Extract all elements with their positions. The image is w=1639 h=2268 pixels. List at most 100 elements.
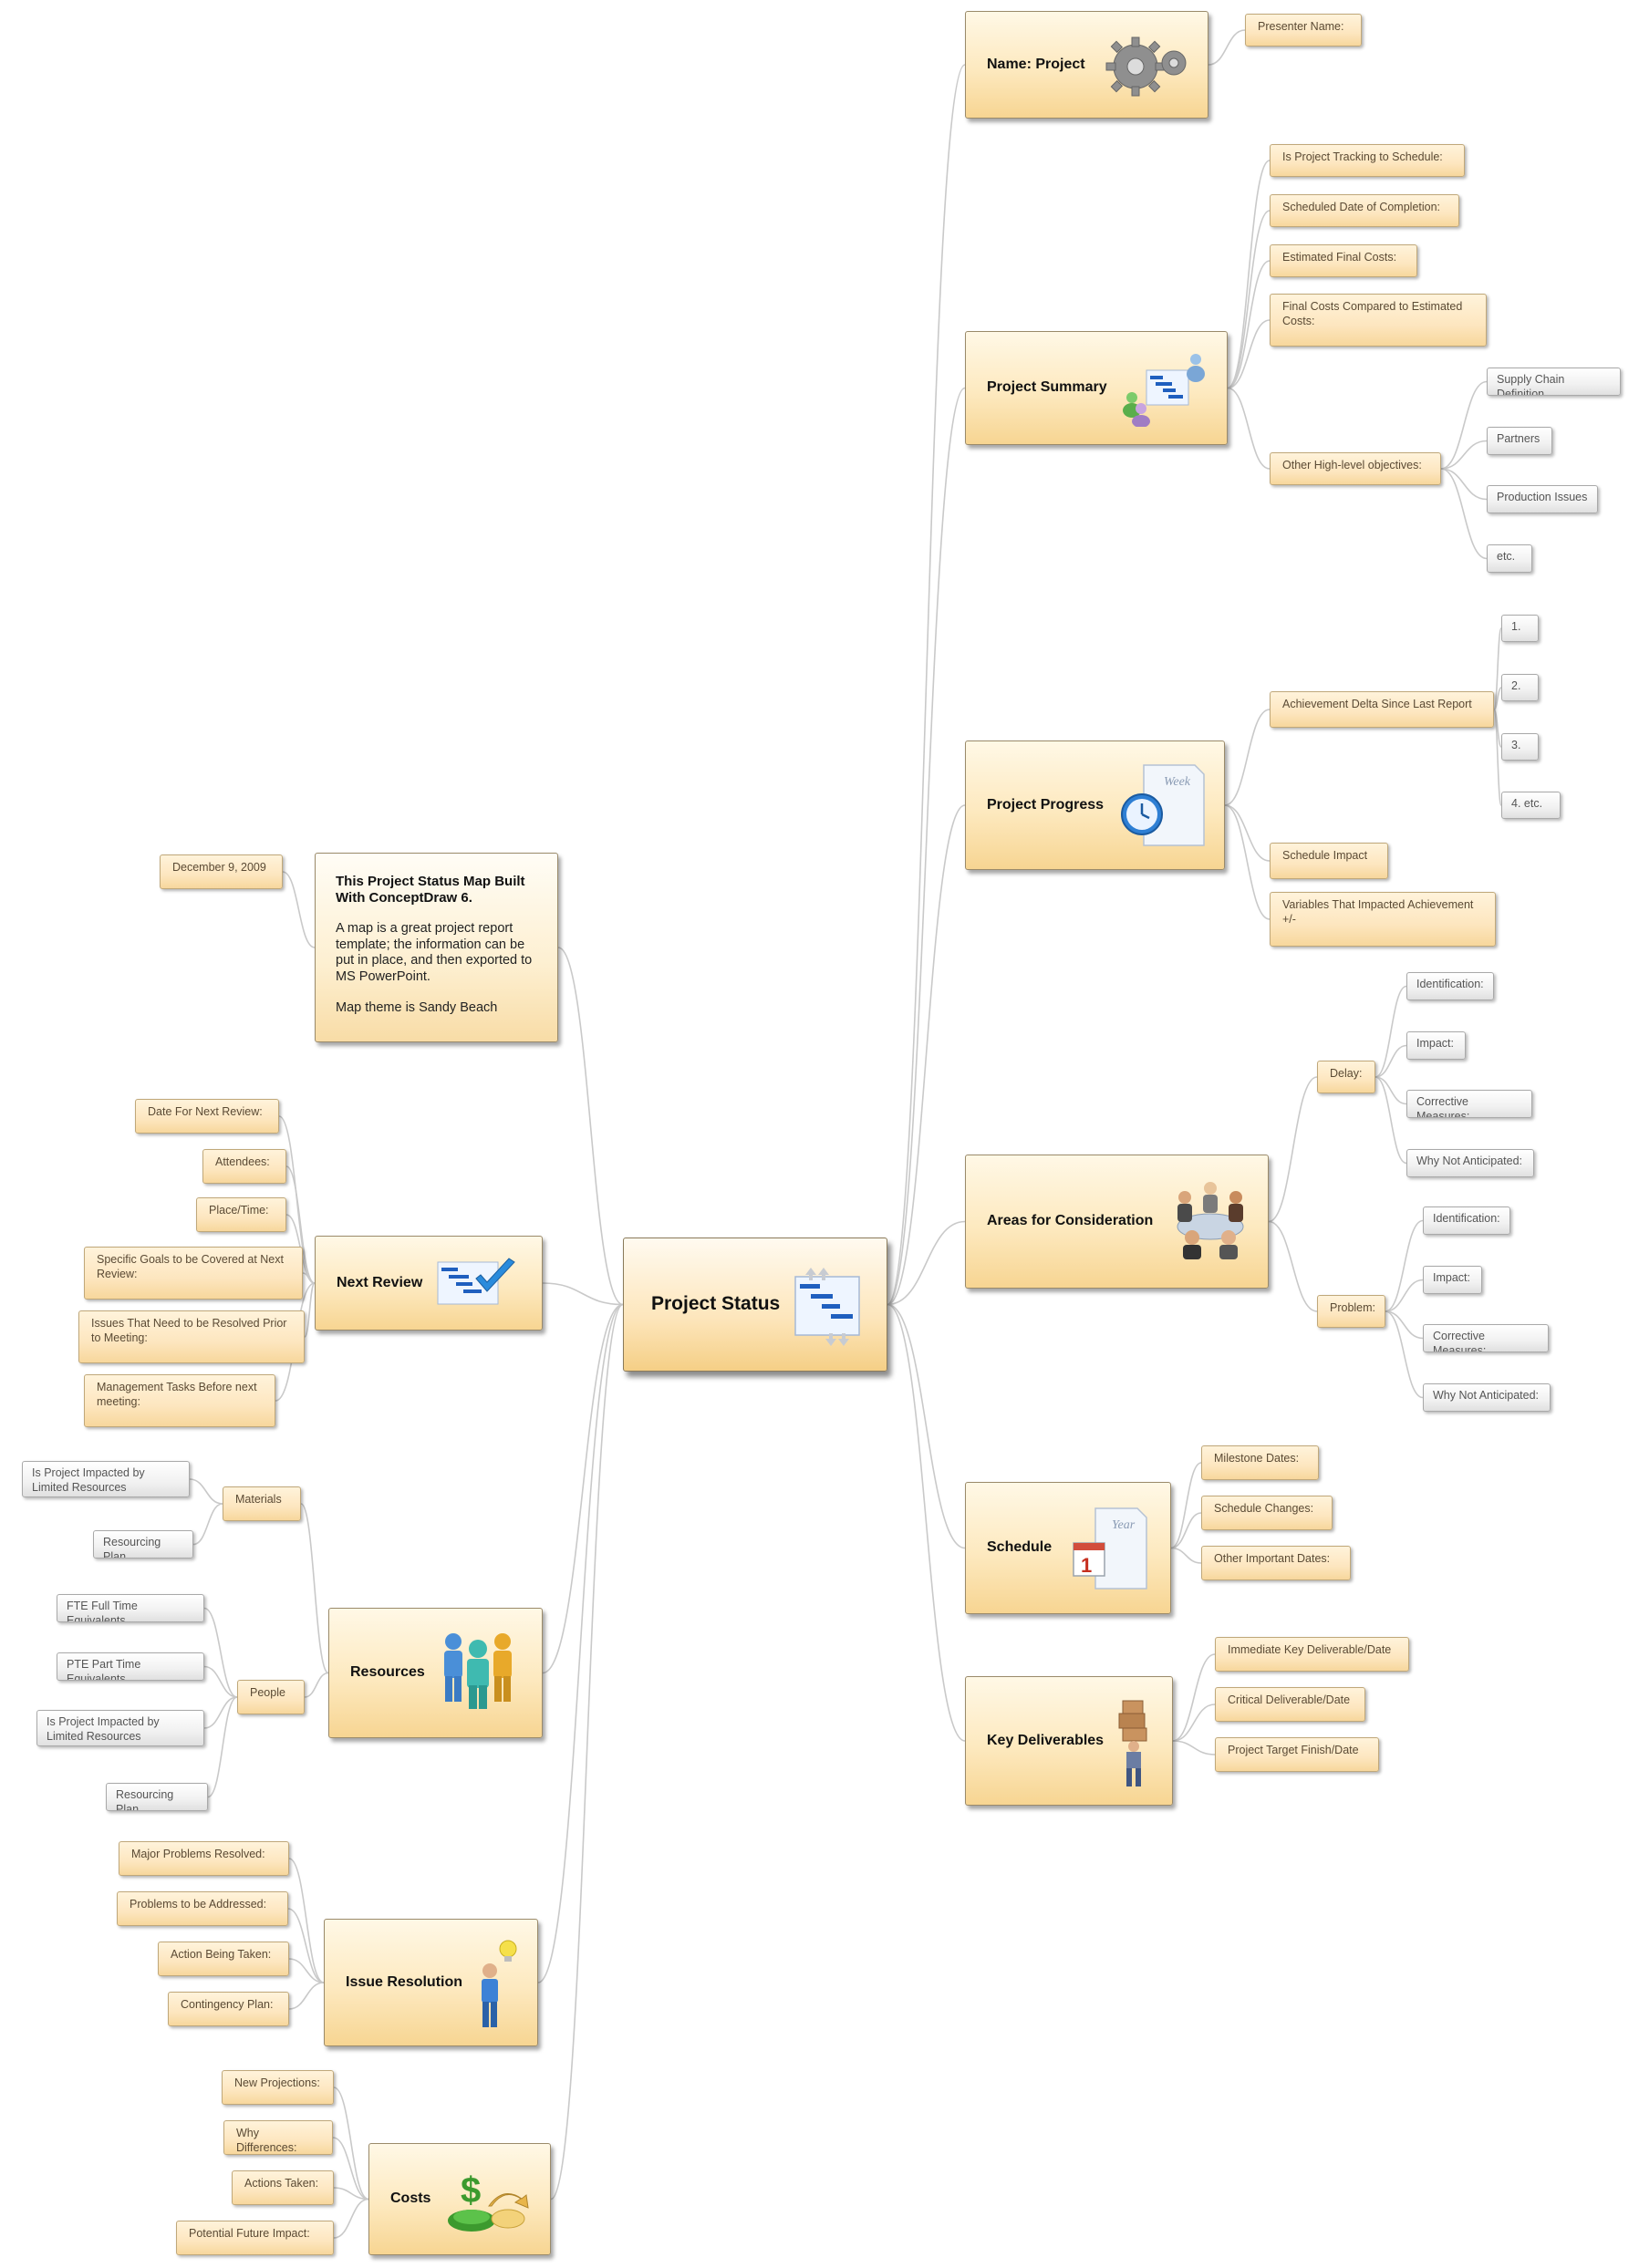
- topic-project-progress[interactable]: Project Progress Week: [965, 740, 1225, 870]
- schedule-item-changes[interactable]: Schedule Changes:: [1201, 1496, 1333, 1530]
- review-item-management-tasks[interactable]: Management Tasks Before next meeting:: [84, 1374, 275, 1427]
- topic-resources-label: Resources: [350, 1664, 425, 1681]
- progress-item-variables[interactable]: Variables That Impacted Achievement +/-: [1270, 892, 1496, 947]
- materials-limited-resources[interactable]: Is Project Impacted by Limited Resources: [22, 1461, 190, 1497]
- summary-item-final-costs[interactable]: Estimated Final Costs:: [1270, 244, 1417, 277]
- schedule-item-other-dates[interactable]: Other Important Dates:: [1201, 1546, 1351, 1580]
- objective-production-issues[interactable]: Production Issues: [1487, 485, 1598, 513]
- problem-corrective-measures[interactable]: Corrective Measures:: [1423, 1324, 1549, 1352]
- resources-materials[interactable]: Materials: [223, 1486, 301, 1521]
- connector-line: [1224, 709, 1271, 806]
- people-fte[interactable]: FTE Full Time Equivalents: [57, 1594, 204, 1622]
- topic-next-review[interactable]: Next Review: [315, 1236, 543, 1331]
- topic-key-deliverables-label: Key Deliverables: [987, 1732, 1105, 1748]
- connector-line: [203, 1607, 238, 1698]
- topic-key-deliverables[interactable]: Key Deliverables: [965, 1676, 1173, 1806]
- costs-item-future-impact[interactable]: Potential Future Impact:: [176, 2221, 334, 2255]
- topic-resources[interactable]: Resources: [328, 1608, 543, 1738]
- note-theme: Map theme is Sandy Beach: [336, 999, 498, 1015]
- summary-item-completion-date[interactable]: Scheduled Date of Completion:: [1270, 194, 1459, 227]
- summary-item-costs-compared[interactable]: Final Costs Compared to Estimated Costs:: [1270, 294, 1487, 347]
- connector-line: [887, 64, 966, 1306]
- objective-supply-chain[interactable]: Supply Chain Definition: [1487, 368, 1621, 396]
- topic-issue-resolution[interactable]: Issue Resolution: [324, 1919, 538, 2046]
- progress-item-achievement-delta[interactable]: Achievement Delta Since Last Report: [1270, 691, 1494, 728]
- progress-item-schedule-impact[interactable]: Schedule Impact: [1270, 843, 1388, 879]
- delay-corrective-measures[interactable]: Corrective Measures:: [1406, 1090, 1532, 1118]
- summary-item-tracking[interactable]: Is Project Tracking to Schedule:: [1270, 144, 1465, 177]
- areas-delay[interactable]: Delay:: [1317, 1061, 1375, 1093]
- connector-line: [189, 1478, 223, 1505]
- review-item-issues-prior[interactable]: Issues That Need to be Resolved Prior to…: [78, 1310, 305, 1363]
- problem-impact[interactable]: Impact:: [1423, 1266, 1482, 1294]
- delta-item-3[interactable]: 3.: [1501, 733, 1539, 761]
- deliverable-immediate[interactable]: Immediate Key Deliverable/Date: [1215, 1637, 1409, 1672]
- topic-issue-resolution-label: Issue Resolution: [346, 1973, 463, 1990]
- connector-line: [887, 1220, 966, 1306]
- delay-identification[interactable]: Identification:: [1406, 972, 1494, 1000]
- connector-line: [1374, 985, 1407, 1078]
- objective-etc[interactable]: etc.: [1487, 544, 1532, 573]
- people-group-icon: [444, 1633, 512, 1709]
- topic-costs-label: Costs: [390, 2190, 431, 2207]
- schedule-item-milestones[interactable]: Milestone Dates:: [1201, 1445, 1319, 1480]
- connector-line: [1493, 687, 1502, 710]
- central-topic[interactable]: Project Status: [623, 1238, 887, 1372]
- connector-line: [300, 1503, 329, 1674]
- connector-line: [1385, 1310, 1424, 1399]
- summary-item-objectives[interactable]: Other High-level objectives:: [1270, 452, 1441, 485]
- topic-name-project[interactable]: Name: Project: [965, 11, 1209, 119]
- issue-item-action-taken[interactable]: Action Being Taken:: [158, 1942, 289, 1976]
- costs-item-new-projections[interactable]: New Projections:: [222, 2070, 334, 2105]
- areas-problem[interactable]: Problem:: [1317, 1295, 1385, 1328]
- svg-text:$: $: [461, 2170, 481, 2211]
- resources-people[interactable]: People: [237, 1680, 305, 1714]
- connector-line: [192, 1503, 223, 1546]
- connector-line: [887, 804, 966, 1306]
- objective-partners[interactable]: Partners: [1487, 427, 1552, 455]
- connector-line: [333, 2187, 369, 2201]
- topic-costs[interactable]: Costs $: [368, 2143, 551, 2255]
- issue-item-to-address[interactable]: Problems to be Addressed:: [117, 1891, 288, 1926]
- connector-line: [1374, 1076, 1407, 1165]
- connector-line: [1227, 210, 1271, 389]
- delta-item-2[interactable]: 2.: [1501, 674, 1539, 701]
- delta-item-4-etc[interactable]: 4. etc.: [1501, 792, 1561, 819]
- connector-line: [203, 1696, 238, 1729]
- topic-schedule-label: Schedule: [987, 1539, 1053, 1556]
- problem-identification[interactable]: Identification:: [1423, 1206, 1510, 1235]
- people-resourcing-plan[interactable]: Resourcing Plan: [106, 1783, 208, 1811]
- person-boxes-icon: [1118, 1700, 1147, 1786]
- connector-line: [1493, 627, 1502, 710]
- presenter-name-item[interactable]: Presenter Name:: [1245, 14, 1362, 47]
- review-item-attendees[interactable]: Attendees:: [202, 1149, 286, 1184]
- costs-item-actions-taken[interactable]: Actions Taken:: [232, 2170, 334, 2205]
- topic-areas-for-consideration[interactable]: Areas for Consideration: [965, 1155, 1269, 1289]
- people-pte[interactable]: PTE Part Time Equivalents: [57, 1652, 204, 1681]
- topic-project-summary[interactable]: Project Summary: [965, 331, 1228, 445]
- review-item-specific-goals[interactable]: Specific Goals to be Covered at Next Rev…: [84, 1247, 303, 1300]
- topic-schedule[interactable]: Schedule Year 1: [965, 1482, 1171, 1614]
- people-limited-resources[interactable]: Is Project Impacted by Limited Resources: [36, 1710, 204, 1746]
- org-chart-people-icon: [1123, 354, 1205, 427]
- issue-item-contingency[interactable]: Contingency Plan:: [168, 1992, 289, 2026]
- person-idea-icon: [482, 1940, 517, 2027]
- topic-project-progress-label: Project Progress: [987, 796, 1105, 813]
- deliverable-critical[interactable]: Critical Deliverable/Date: [1215, 1687, 1365, 1722]
- review-item-place-time[interactable]: Place/Time:: [196, 1197, 286, 1232]
- connector-line: [1385, 1219, 1424, 1312]
- costs-item-why-differences[interactable]: Why Differences:: [223, 2120, 333, 2155]
- delta-item-1[interactable]: 1.: [1501, 615, 1539, 642]
- central-topic-label: Project Status: [651, 1293, 781, 1315]
- review-item-date[interactable]: Date For Next Review:: [135, 1099, 279, 1134]
- problem-why-not-anticipated[interactable]: Why Not Anticipated:: [1423, 1383, 1551, 1412]
- connector-line: [1208, 29, 1246, 66]
- delay-why-not-anticipated[interactable]: Why Not Anticipated:: [1406, 1149, 1534, 1177]
- connector-line: [333, 2087, 369, 2201]
- connector-line: [542, 1282, 624, 1306]
- issue-item-major-problems[interactable]: Major Problems Resolved:: [119, 1841, 289, 1876]
- deliverable-target-finish[interactable]: Project Target Finish/Date: [1215, 1737, 1379, 1772]
- materials-resourcing-plan[interactable]: Resourcing Plan: [93, 1530, 193, 1559]
- delay-impact[interactable]: Impact:: [1406, 1031, 1466, 1060]
